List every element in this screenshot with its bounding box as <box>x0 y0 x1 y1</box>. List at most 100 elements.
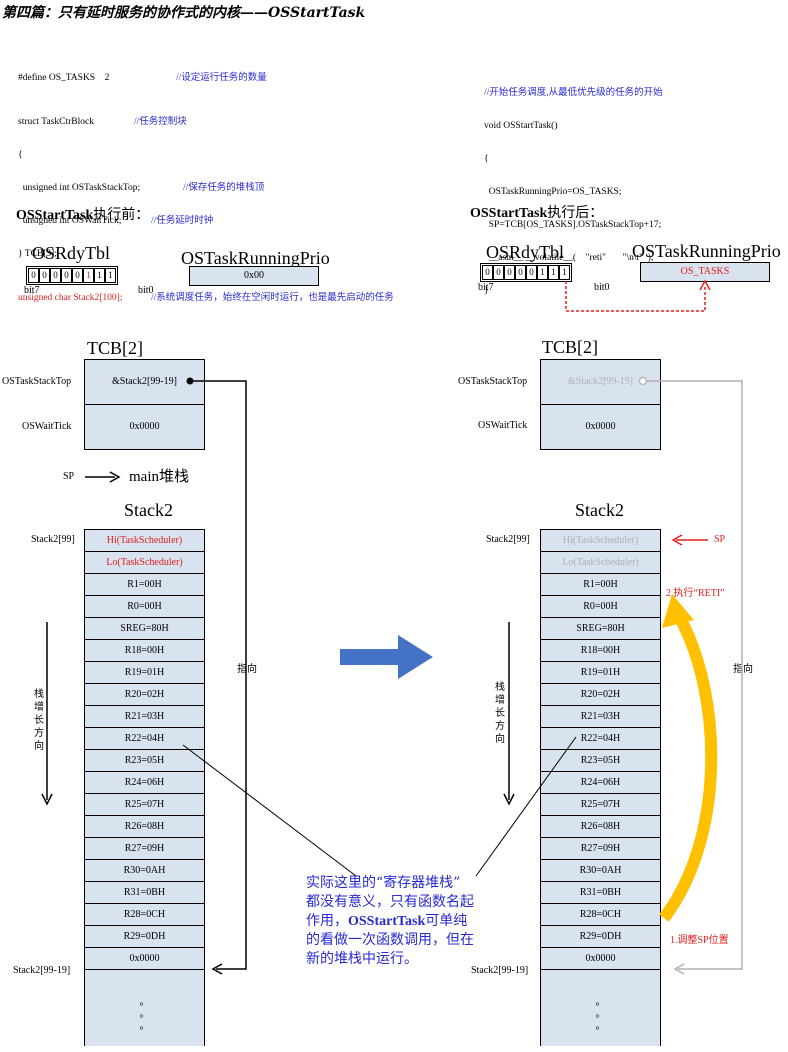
note-line: 实际这里的“寄存器堆栈” <box>306 875 461 891</box>
rdytbl-bit: 0 <box>50 268 61 283</box>
stack-cell: R27=09H <box>85 838 204 860</box>
stack-cell: SREG=80H <box>85 618 204 640</box>
note-bold: OSStartTask <box>348 914 426 929</box>
stack-bottom-label: Stack2[99-19] <box>471 965 529 976</box>
tcb-waittick-value: 0x0000 <box>85 404 204 449</box>
rdytbl-bit: 0 <box>493 265 504 280</box>
bit7-label: bit7 <box>478 282 494 293</box>
code-line: unsigned char Stack2[100]; <box>18 293 123 303</box>
note-line: 作用， <box>306 913 348 929</box>
code-line: { <box>484 154 489 164</box>
prio-title-after: OSTaskRunningPrio <box>632 241 781 261</box>
tcb-stacktop-label: OSTaskStackTop <box>458 376 528 387</box>
transition-arrow <box>340 635 433 679</box>
points-to-label-before: 指向 <box>237 664 257 675</box>
code-comment: //设定运行任务的数量 <box>176 73 267 83</box>
stack-cell: Lo(TaskScheduler) <box>541 552 660 574</box>
tcb-stacktop-value: &Stack2[99-19] <box>568 376 633 387</box>
heading-rest: 执行后： <box>547 206 604 221</box>
stack-cell: SREG=80H <box>541 618 660 640</box>
tcb-title-after: TCB[2] <box>542 337 598 357</box>
code-line: unsigned int OSTaskStackTop; <box>18 183 141 193</box>
stack-cell: R29=0DH <box>85 926 204 948</box>
heading-bold: OSStartTask <box>16 208 94 223</box>
stack-cell: R31=0BH <box>85 882 204 904</box>
growth-arrow-before <box>41 622 53 806</box>
sp-target: main堆栈 <box>129 469 189 485</box>
dot: 。 <box>595 1009 606 1020</box>
rdytbl-title-before: OSRdyTbl <box>32 243 111 263</box>
rdytbl-bit: 0 <box>61 268 72 283</box>
bit7-label: bit7 <box>24 285 40 296</box>
note-leader-right <box>475 736 577 877</box>
stack-cell: R22=04H <box>541 728 660 750</box>
stack-title-before: Stack2 <box>124 500 173 520</box>
code-line: } <box>484 286 489 296</box>
rdytbl-after: 0 0 0 0 0 1 1 1 <box>480 263 572 282</box>
rdytbl-bit: 1 <box>105 268 116 283</box>
tcb-stacktop-label: OSTaskStackTop <box>2 376 72 387</box>
code-comment: //任务控制块 <box>134 117 187 127</box>
sp-label: SP <box>63 471 75 482</box>
stack-cell: Hi(TaskScheduler) <box>85 530 204 552</box>
tcb-box-before: &Stack2[99-19] 0x0000 <box>84 359 205 450</box>
stack-cell: R20=02H <box>85 684 204 706</box>
tcb-box-after: &Stack2[99-19] 0x0000 <box>540 359 661 450</box>
code-comment: //系统调度任务，始终在空闲时运行，也是最先启动的任务 <box>151 293 394 303</box>
sp-arrow-before <box>85 471 121 483</box>
dot: 。 <box>139 1021 150 1032</box>
sp-arrow-after <box>671 534 708 546</box>
tcb-waittick-label: OSWaitTick <box>478 420 528 431</box>
rdytbl-bit: 0 <box>482 265 493 280</box>
stack-cell: R21=03H <box>85 706 204 728</box>
stack-cell: R29=0DH <box>541 926 660 948</box>
stack-cell: R28=0CH <box>541 904 660 926</box>
dot: 。 <box>595 997 606 1008</box>
rdytbl-bit: 1 <box>537 265 548 280</box>
code-line: OSTaskRunningPrio=OS_TASKS; <box>484 187 622 197</box>
code-comment: //开始任务调度,从最低优先级的任务的开始 <box>484 88 663 98</box>
rdytbl-bit: 0 <box>515 265 526 280</box>
stack-title-after: Stack2 <box>575 500 624 520</box>
stack-cell: 0x0000 <box>541 948 660 970</box>
stack-cell: R25=07H <box>85 794 204 816</box>
stack-cell: R28=0CH <box>85 904 204 926</box>
stack-cell: R0=00H <box>541 596 660 618</box>
stack-after: Hi(TaskScheduler) Lo(TaskScheduler) R1=0… <box>540 529 661 1046</box>
stack-cell: R31=0BH <box>541 882 660 904</box>
stack-cell: R26=08H <box>541 816 660 838</box>
note-line: 新的堆栈中运行。 <box>306 951 418 967</box>
note-line: 的看做一次函数调用，但在 <box>306 932 474 948</box>
stack-continuation-dots: 。 。 。 <box>84 997 205 1033</box>
prio-title-before: OSTaskRunningPrio <box>181 248 330 268</box>
bit0-label: bit0 <box>138 285 154 296</box>
growth-direction-label-after: 栈增长方向 <box>495 682 505 745</box>
note-line: 可单纯 <box>425 913 468 929</box>
stack-cell: R19=01H <box>541 662 660 684</box>
code-line: } TCB[3]; <box>18 249 57 259</box>
stack-cell: R18=00H <box>541 640 660 662</box>
step1-label: 1.调整SP位置 <box>670 935 729 946</box>
rdytbl-bit: 1 <box>559 265 570 280</box>
rdytbl-bit: 1 <box>83 268 94 283</box>
rdytbl-to-prio-link <box>565 279 711 312</box>
stack-cell: R26=08H <box>85 816 204 838</box>
stack-cell: R23=05H <box>85 750 204 772</box>
rdytbl-bit: 0 <box>39 268 50 283</box>
rdytbl-bit: 0 <box>72 268 83 283</box>
growth-direction-label-before: 栈增长方向 <box>34 689 44 752</box>
stack-cell: R30=0AH <box>85 860 204 882</box>
stack-top-label: Stack2[99] <box>31 534 75 545</box>
sp-adjust-arrow <box>659 594 718 922</box>
code-line: void OSStartTask() <box>484 121 558 131</box>
stack-cell: 0x0000 <box>85 948 204 970</box>
stack-top-label: Stack2[99] <box>486 534 530 545</box>
step2-label: 2.执行“RETI” <box>666 588 725 599</box>
stack-cell: R24=06H <box>541 772 660 794</box>
stack-cell: R27=09H <box>541 838 660 860</box>
prio-value-before: 0x00 <box>189 266 319 286</box>
stack-cell: R25=07H <box>541 794 660 816</box>
rdytbl-bit: 0 <box>504 265 515 280</box>
dot: 。 <box>595 1021 606 1032</box>
